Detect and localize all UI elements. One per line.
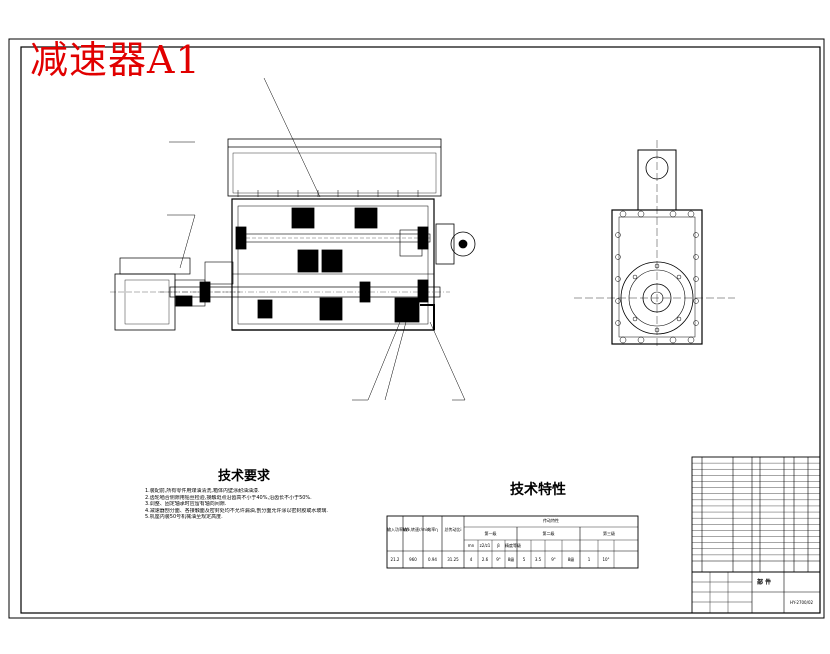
requirement-item: 3.调整、固定轴承时应留有轴向间隙. <box>145 501 227 508</box>
front-section-view <box>110 77 476 401</box>
spec-col-speed: 输入转速r/min <box>403 527 430 532</box>
title-block-drawing-no: HY-2700/02 <box>790 600 814 605</box>
spec-value: 1 <box>587 557 591 562</box>
side-bolts <box>615 210 699 344</box>
spec-col-efficiency: 效率η <box>427 527 438 532</box>
spec-col-power: 输入功率kW <box>387 527 410 532</box>
characteristics-heading: 技术特性 <box>510 482 566 498</box>
inner-border <box>20 46 821 614</box>
spec-stage-2: 第二级 <box>542 531 555 536</box>
cover-bolts <box>237 190 419 197</box>
requirement-item: 4.减速器剖分面、各接触面及密封处均不允许漏油,剖分面允许涂以密封胶或水玻璃. <box>145 507 328 514</box>
spec-value: 5 <box>522 557 526 562</box>
spec-value: 31.25 <box>447 557 459 562</box>
spec-value: 4 <box>469 557 473 562</box>
spec-value: 960 <box>409 557 417 562</box>
spec-sub-beta: β <box>497 543 500 548</box>
spec-value: 8级 <box>507 557 515 562</box>
title-block-grid <box>691 456 821 614</box>
spec-value: 10° <box>602 557 610 562</box>
outer-border <box>8 38 825 619</box>
spec-sub-z: z2/z1 <box>479 543 491 548</box>
spec-sub-grade: 精度等级 <box>505 543 521 548</box>
title-block-part-label: 部 件 <box>757 579 772 586</box>
spec-table-grid <box>386 515 639 569</box>
spec-col-ratio: 总传动比i <box>444 527 462 532</box>
drawing-title: 减速器A1 <box>30 38 201 82</box>
spec-value: 2.6 <box>481 557 489 562</box>
bom-rows <box>692 462 820 556</box>
spec-value: 0.94 <box>428 557 437 562</box>
requirement-item: 1.装配前,所有零件用煤油清洗,箱体内壁涂耐油油漆. <box>145 488 260 494</box>
spec-value: 9° <box>496 557 501 562</box>
spec-value: 21.2 <box>390 557 400 562</box>
spec-value: 9° <box>551 557 556 562</box>
requirements-heading: 技术要求 <box>218 469 271 484</box>
requirement-item: 2.齿轮啮合侧隙用铅丝检验,接触斑点沿齿高不小于40%,沿齿长不小于50%. <box>145 494 312 501</box>
side-view <box>574 140 735 346</box>
spec-value: 8级 <box>567 557 575 562</box>
spec-stage-1: 第一级 <box>484 531 497 536</box>
requirement-item: 5.机座内装50号机械油至规定高度. <box>145 514 223 521</box>
spec-sub-mn: mn <box>467 543 475 548</box>
spec-col-transmission: 传动特性 <box>543 518 559 523</box>
spec-stage-3: 第三级 <box>603 531 615 536</box>
requirements-list: 1.装配前,所有零件用煤油清洗,箱体内壁涂耐油油漆. 2.齿轮啮合侧隙用铅丝检验… <box>145 488 375 521</box>
spec-value: 3.5 <box>534 557 542 562</box>
